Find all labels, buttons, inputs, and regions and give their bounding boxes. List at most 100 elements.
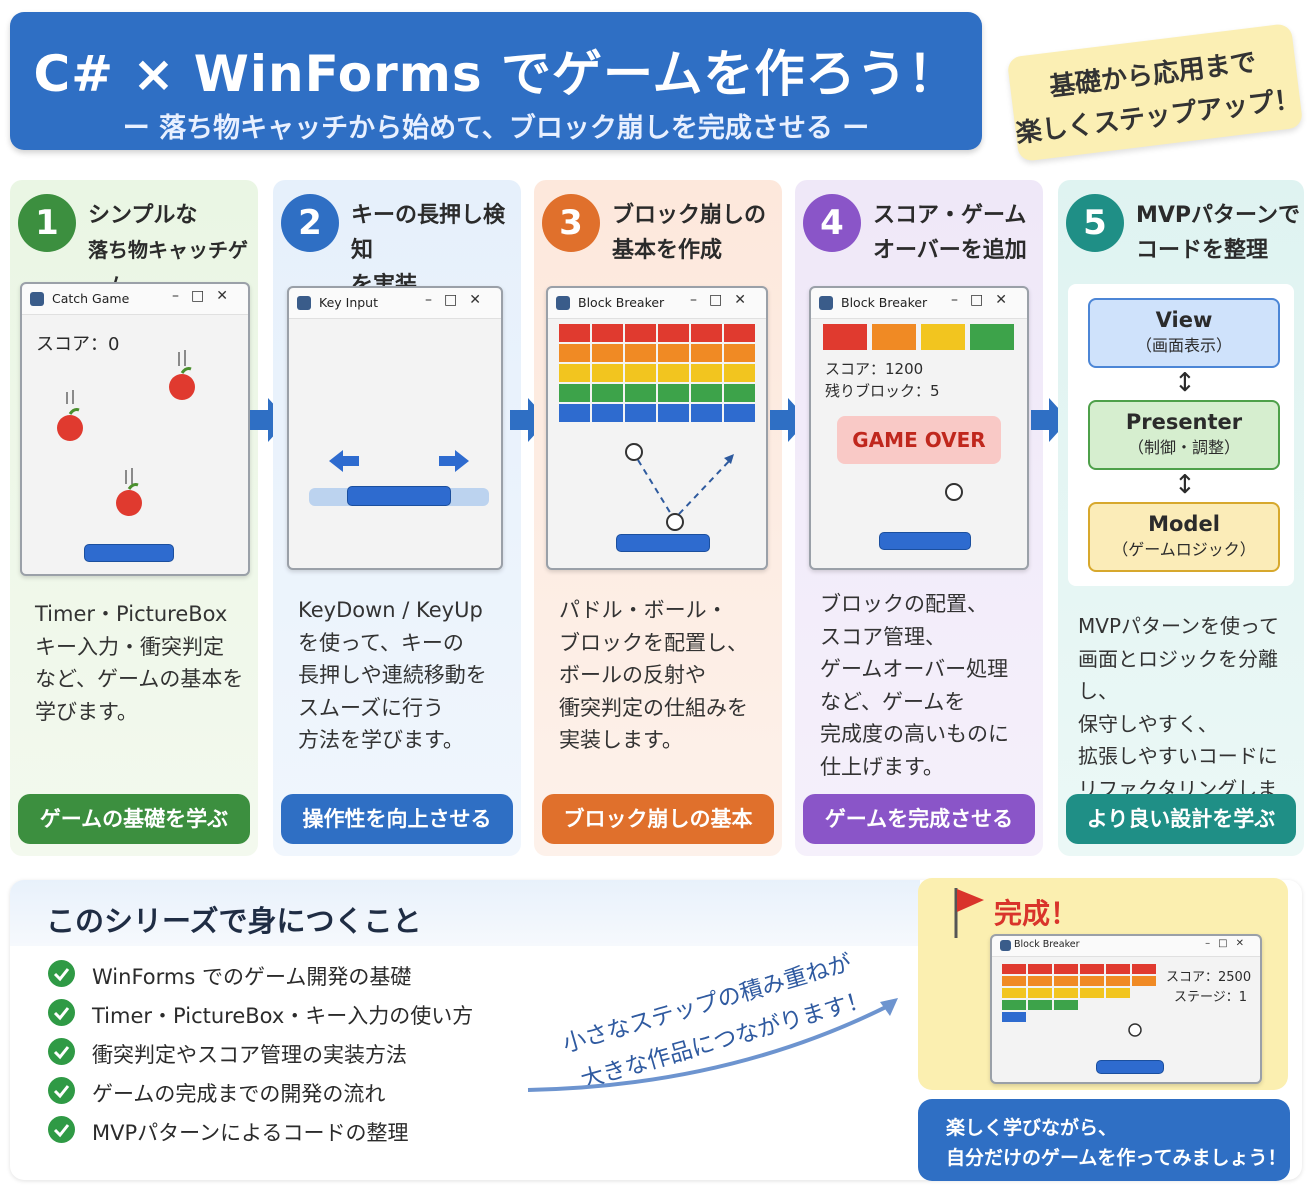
block — [559, 384, 590, 402]
block — [658, 364, 689, 382]
block — [1132, 964, 1156, 974]
completed-label: 完成！ — [994, 897, 1079, 930]
mvp-name: Presenter — [1125, 410, 1243, 434]
desc-line: キー入力・衝突判定 — [35, 634, 224, 659]
block — [691, 344, 722, 362]
block — [1080, 976, 1104, 986]
block — [625, 404, 656, 422]
block — [1002, 1012, 1026, 1022]
window-controls[interactable]: –□✕ — [690, 292, 758, 308]
step-title-line2: オーバーを追加 — [873, 238, 1027, 263]
learn-item-text: WinForms でのゲーム開発の基礎 — [92, 965, 412, 989]
arrow-right-icon — [439, 450, 469, 472]
ball — [945, 483, 963, 501]
block — [724, 384, 755, 402]
app-icon — [30, 292, 44, 306]
window-controls[interactable]: –□✕ — [172, 288, 240, 304]
block — [691, 364, 722, 382]
block — [1080, 988, 1104, 998]
step-description: ブロックの配置、 スコア管理、 ゲームオーバー処理 など、ゲームを 完成度の高い… — [820, 588, 1035, 783]
window-controls[interactable]: –□✕ — [951, 292, 1019, 308]
check-icon — [48, 1077, 75, 1104]
block — [724, 364, 755, 382]
final-block-breaker-window: Block Breaker –□✕ スコア：2500 ステージ：1 — [990, 934, 1262, 1084]
ball — [666, 513, 684, 531]
desc-line: パドル・ボール・ — [559, 598, 728, 622]
block — [592, 344, 623, 362]
ball — [1128, 1023, 1142, 1037]
arrow-left-icon — [329, 450, 359, 472]
desc-line: ブロックを配置し、 — [559, 630, 748, 655]
cta-line1: 楽しく学びながら、 — [946, 1117, 1118, 1139]
desc-line: など、ゲームの基本を — [35, 667, 244, 691]
window-controls[interactable]: –□✕ — [1205, 938, 1252, 949]
step-title-line1: MVPパターンで — [1136, 203, 1300, 228]
step-title: ブロック崩しの 基本を作成 — [612, 198, 780, 268]
call-to-action: 楽しく学びながら、 自分だけのゲームを作ってみましょう！ — [918, 1099, 1290, 1181]
step-title-line1: ブロック崩しの — [612, 203, 767, 228]
step-2-card: 2 キーの長押し検知 を実装 Key Input –□✕ KeyDown / K… — [273, 180, 521, 856]
game-over-banner: GAME OVER — [837, 416, 1001, 464]
step-badge: ゲームを完成させる — [803, 794, 1035, 844]
step-title-line1: シンプルな — [88, 203, 198, 228]
block — [1002, 988, 1026, 998]
page-subtitle: ー 落ち物キャッチから始めて、ブロック崩しを完成させる ー — [122, 113, 870, 144]
key-arrows — [309, 450, 489, 506]
paddle — [347, 486, 451, 506]
step-number: 4 — [803, 194, 861, 252]
learn-item-text: ゲームの完成までの開発の流れ — [92, 1082, 386, 1106]
block — [592, 364, 623, 382]
step-description: パドル・ボール・ ブロックを配置し、 ボールの反射や 衝突判定の仕組みを 実装し… — [559, 594, 774, 757]
step-description: Timer・PictureBox キー入力・衝突判定 など、ゲームの基本を 学び… — [35, 598, 250, 728]
block — [1132, 976, 1156, 986]
step-title-line2: 基本を作成 — [612, 238, 723, 263]
desc-line: スムーズに行う — [298, 695, 444, 720]
block — [724, 344, 755, 362]
desc-line: 実装します。 — [559, 728, 683, 752]
check-icon — [48, 1038, 75, 1065]
block — [1002, 1000, 1026, 1010]
apple-icon — [57, 390, 83, 441]
apple-icon — [169, 350, 195, 400]
mvp-role: （制御・調整） — [1127, 438, 1240, 457]
mvp-model-box: Model （ゲームロジック） — [1088, 502, 1280, 572]
desc-line: MVPパターンを使って — [1078, 614, 1279, 638]
block — [1080, 964, 1104, 974]
window-titlebar: Block Breaker –□✕ — [548, 288, 766, 319]
apple-icon — [116, 468, 142, 516]
window-titlebar: Catch Game –□✕ — [22, 284, 248, 315]
block — [592, 384, 623, 402]
step-badge: 操作性を向上させる — [281, 794, 513, 844]
arrow-right-icon — [770, 398, 808, 442]
mvp-presenter-box: Presenter （制御・調整） — [1088, 400, 1280, 470]
flag-icon — [954, 888, 984, 938]
check-icon — [48, 999, 75, 1026]
step-number: 1 — [18, 194, 76, 252]
catch-game-window: Catch Game –□✕ スコア：0 — [20, 282, 250, 576]
check-icon — [48, 1116, 75, 1143]
desc-line: ブロックの配置、 — [820, 592, 988, 616]
block — [559, 324, 590, 342]
desc-line: を使って、キーの — [298, 630, 464, 655]
step-title-line1: キーの長押し検知 — [351, 203, 506, 263]
block — [1002, 964, 1026, 974]
desc-line: 拡張しやすいコードに — [1078, 744, 1278, 768]
step-badge: ブロック崩しの基本 — [542, 794, 774, 844]
block — [1002, 976, 1026, 986]
step-title: スコア・ゲーム オーバーを追加 — [873, 198, 1041, 268]
block — [724, 324, 755, 342]
block — [691, 384, 722, 402]
step-badge: より良い設計を学ぶ — [1066, 794, 1296, 844]
step-5-card: 5 MVPパターンで コードを整理 View （画面表示） ↕ Presente… — [1058, 180, 1304, 856]
block — [691, 324, 722, 342]
block — [1054, 1000, 1078, 1010]
window-titlebar: Key Input –□✕ — [289, 288, 501, 319]
block — [1028, 1000, 1052, 1010]
block-breaker-window: Block Breaker –□✕ — [546, 286, 768, 570]
sticky-note: 基礎から応用まで 楽しくステップアップ！ — [1006, 22, 1304, 163]
block — [625, 384, 656, 402]
desc-line: 方法を学びます。 — [298, 728, 464, 752]
desc-line: など、ゲームを — [820, 689, 966, 714]
window-controls[interactable]: –□✕ — [425, 292, 493, 308]
step-title-line1: スコア・ゲーム — [873, 203, 1027, 228]
